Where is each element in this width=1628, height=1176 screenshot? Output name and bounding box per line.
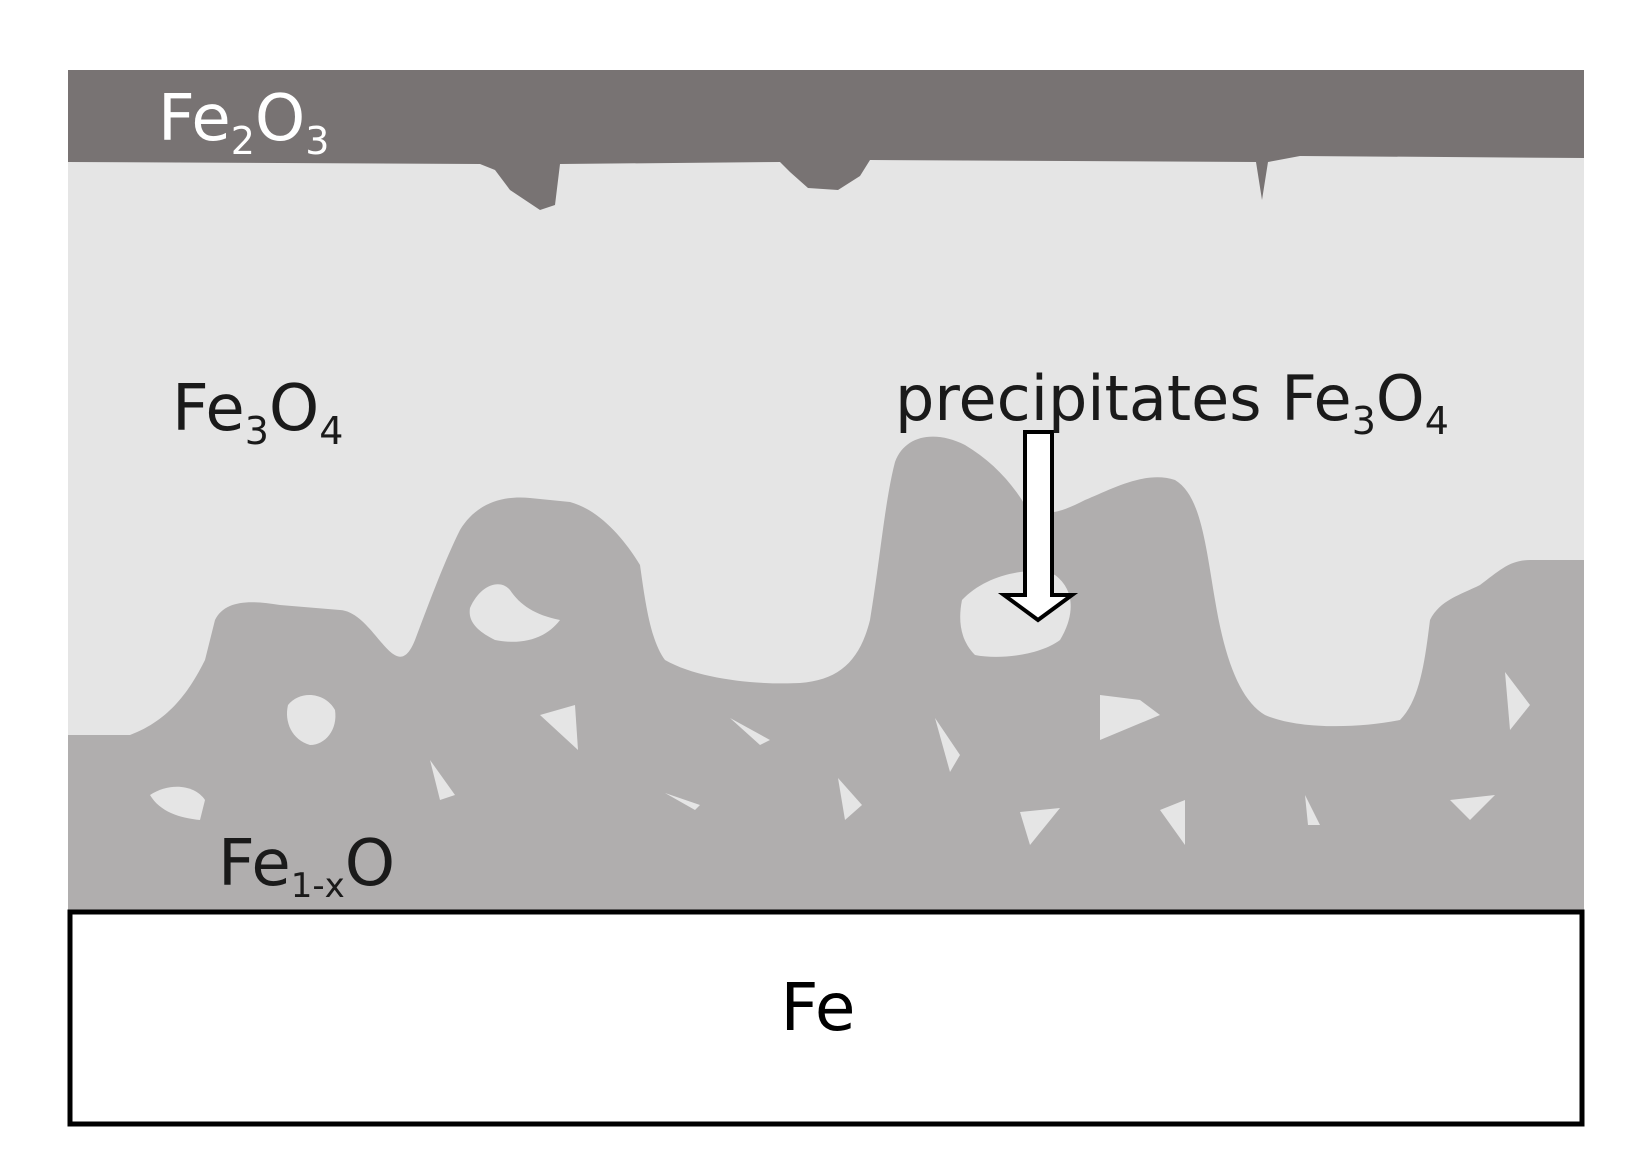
precipitate-pocket bbox=[730, 718, 770, 745]
precipitate-pocket bbox=[150, 786, 205, 820]
precipitate-pocket bbox=[665, 793, 700, 810]
fe2o3-layer bbox=[68, 70, 1584, 210]
precipitate-pockets bbox=[150, 571, 1530, 845]
precipitate-pocket bbox=[935, 718, 960, 772]
precipitates-annotation: precipitates Fe3O4 bbox=[895, 362, 1449, 443]
fe2o3-label: Fe2O3 bbox=[158, 82, 329, 163]
precipitate-pocket bbox=[430, 760, 455, 800]
precipitate-pocket bbox=[1020, 808, 1060, 845]
precipitate-pocket bbox=[1100, 695, 1160, 740]
fe3o4-label: Fe3O4 bbox=[172, 372, 343, 453]
precipitate-pocket bbox=[1505, 672, 1530, 730]
down-arrow-icon bbox=[997, 430, 1079, 623]
fe1xo-label: Fe1-xO bbox=[218, 827, 395, 906]
fe-substrate bbox=[67, 909, 1585, 1127]
precipitate-pocket bbox=[1305, 795, 1320, 825]
precipitate-pocket bbox=[1160, 800, 1185, 845]
precipitate-pocket bbox=[540, 705, 578, 750]
precipitate-pocket bbox=[1450, 795, 1495, 820]
fe-label: Fe bbox=[781, 969, 856, 1046]
precipitate-pocket bbox=[838, 778, 862, 820]
precipitate-pocket bbox=[469, 584, 560, 642]
precipitate-pocket bbox=[286, 694, 336, 745]
